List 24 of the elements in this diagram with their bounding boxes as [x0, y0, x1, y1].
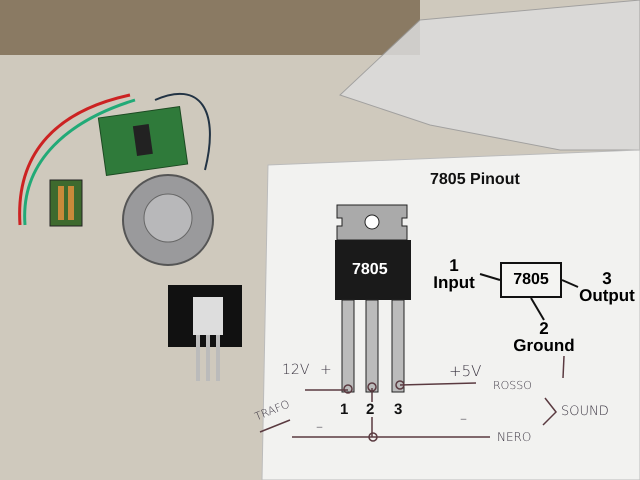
pin-lead-line [480, 273, 500, 281]
pinout-title: 7805 Pinout [430, 172, 520, 188]
pin-number: 1 [448, 257, 460, 274]
pin-name: Output [578, 287, 636, 304]
pin-lead-line [562, 279, 578, 288]
handwritten-note: 12V [282, 363, 310, 377]
handwritten-note: ROSSO [493, 380, 532, 391]
pin-lead-line [530, 298, 545, 320]
pin-name: Ground [512, 337, 576, 354]
handwritten-note: SOUND [561, 405, 609, 418]
pin-name: Input [432, 274, 476, 291]
chip-box [500, 262, 562, 298]
pin-number: 2 [538, 320, 550, 337]
pin-number: 1 [340, 402, 348, 417]
handwritten-note: NERO [497, 431, 532, 443]
handwritten-sign: – [460, 412, 467, 426]
pin-number: 3 [601, 270, 613, 287]
chip-label: 7805 [513, 271, 549, 289]
pin-number: 2 [366, 402, 374, 417]
handwritten-sign: + [320, 363, 332, 377]
handwritten-note: +5V [449, 364, 482, 379]
handwritten-sign: – [316, 420, 323, 434]
pin-number: 3 [394, 402, 402, 417]
chip-marking: 7805 [352, 262, 388, 278]
